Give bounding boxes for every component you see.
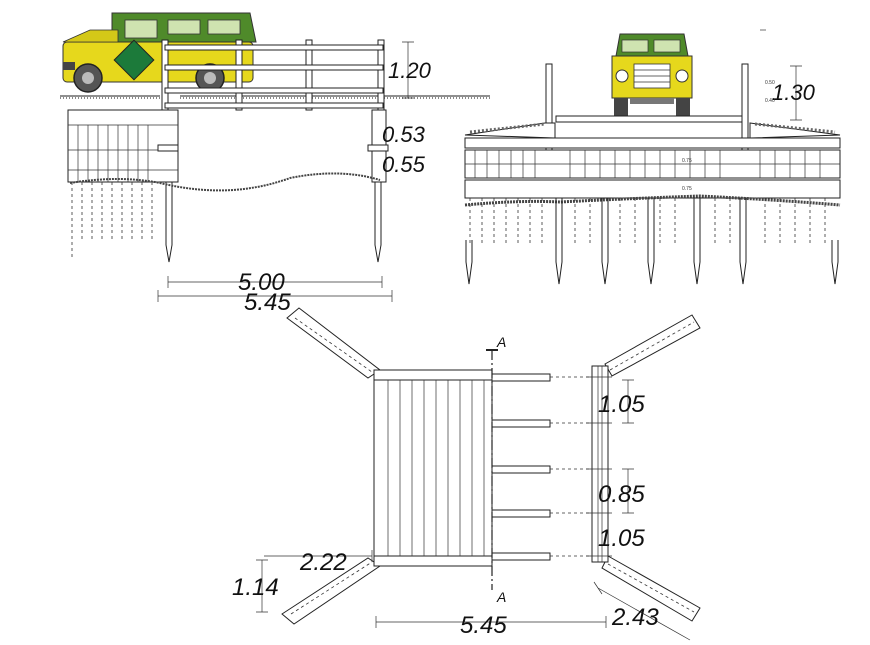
front-deck: [464, 115, 841, 285]
dim-rail-height: 1.20: [388, 58, 432, 83]
section-mark-top: A: [496, 334, 506, 350]
section-mark-bottom: A: [496, 589, 506, 605]
dim-wing-right: 2.43: [611, 604, 659, 631]
plan-view: A A 1.05 0.85 1.05 2.22 1.14 5.45 2.43: [232, 307, 701, 641]
dim-front-height: 1.30: [772, 80, 816, 105]
dim-wing-length: 2.22: [299, 549, 347, 576]
small-label-2: 0.75: [682, 158, 692, 164]
wing-walls: [281, 307, 701, 625]
dim-plan-spacing-bottom: 1.05: [598, 525, 645, 552]
small-label-1: 0.40: [765, 98, 775, 104]
vehicle-side: [62, 12, 257, 93]
dim-side-lower: 0.55: [382, 152, 426, 177]
dim-plan-spacing-mid: 0.85: [598, 481, 645, 508]
dim-span-inner: 5.00: [238, 269, 285, 296]
plan-stringers: [491, 365, 612, 563]
front-elevation: 1.30 0.50 0.40 0.75 0.75: [464, 29, 841, 285]
side-elevation: 1.20 0.53 0.55 5.00 5.45: [60, 12, 490, 316]
plan-deck: [373, 369, 493, 567]
small-label-3: 0.75: [682, 186, 692, 192]
dim-wing-offset: 1.14: [232, 574, 279, 601]
dim-span-outer: 5.45: [244, 289, 291, 316]
side-rails: [161, 39, 385, 123]
side-abutments: [67, 109, 389, 263]
small-label-0: 0.50: [765, 80, 775, 86]
dim-plan-spacing-top: 1.05: [598, 391, 645, 418]
dim-plan-width: 5.45: [460, 612, 507, 639]
dim-side-upper: 0.53: [382, 122, 426, 147]
vehicle-front: [611, 33, 693, 116]
